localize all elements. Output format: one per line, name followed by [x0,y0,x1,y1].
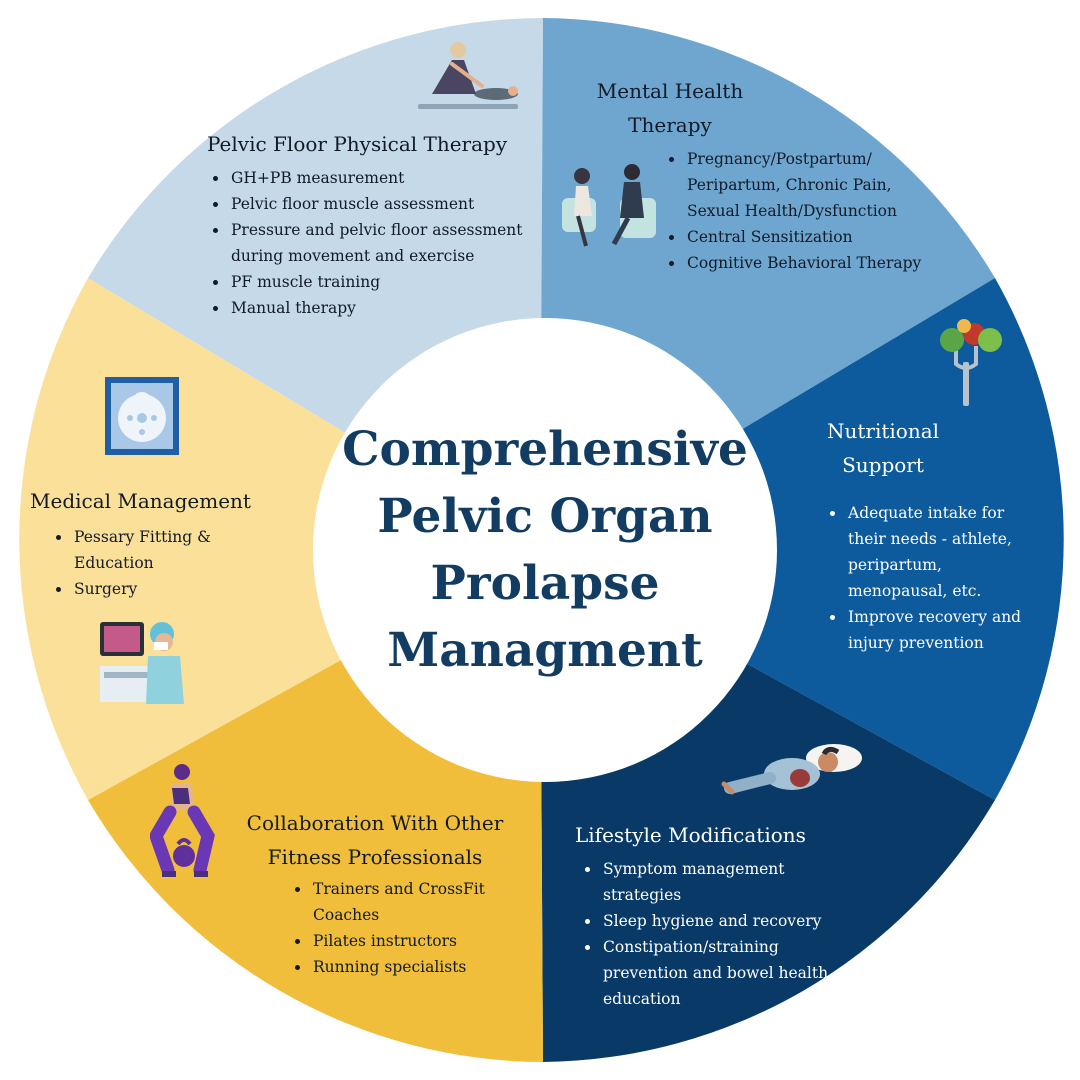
list-item: Adequate intake for their needs - athlet… [846,500,1044,604]
list-item: Manual therapy [229,295,537,321]
medical-list: Pessary Fitting & EducationSurgery [30,524,272,602]
list-item: Sleep hygiene and recovery [601,908,851,934]
list-item: Trainers and CrossFit Coaches [311,876,529,928]
fork-vegetables-icon [940,319,1002,406]
segment-nutrition [540,278,1064,800]
lifestyle-list: Symptom management strategiesSleep hygie… [575,856,851,1012]
list-item: Surgery [72,576,272,602]
kettlebell-athlete-icon [150,764,215,877]
list-item: Central Sensitization [685,224,923,250]
collaboration-section: Trainers and CrossFit CoachesPilates ins… [289,876,529,980]
collaboration-heading-block: Collaboration With Other Fitness Profess… [230,806,520,880]
pessary-device-icon [105,377,179,455]
list-item: Pilates instructors [311,928,529,954]
nutrition-section: Adequate intake for their needs - athlet… [824,500,1044,656]
list-item: Pressure and pelvic floor assessment dur… [229,217,537,269]
list-item: Running specialists [311,954,529,980]
nutrition-title: Nutritional Support [826,419,940,477]
pelvic-floor-title: Pelvic Floor Physical Therapy [207,132,508,156]
surgeon-monitor-icon [100,622,184,704]
mental-health-list: Pregnancy/Postpartum/ Peripartum, Chroni… [663,146,923,276]
list-item: Pelvic floor muscle assessment [229,191,537,217]
collaboration-title: Collaboration With Other Fitness Profess… [246,811,504,869]
pelvic-floor-list: GH+PB measurementPelvic floor muscle ass… [207,165,537,321]
counseling-session-icon [562,164,656,247]
list-item: Improve recovery and injury prevention [846,604,1044,656]
list-item: Pregnancy/Postpartum/ Peripartum, Chroni… [685,146,923,224]
nutrition-list: Adequate intake for their needs - athlet… [824,500,1044,656]
mental-health-section: Pregnancy/Postpartum/ Peripartum, Chroni… [663,146,923,276]
mental-health-title: Mental Health Therapy [596,79,744,137]
medical-title: Medical Management [30,489,251,513]
center-hub: Comprehensive Pelvic Organ Prolapse Mana… [315,320,775,780]
lifestyle-title: Lifestyle Modifications [575,823,806,847]
collaboration-list: Trainers and CrossFit CoachesPilates ins… [289,876,529,980]
nutrition-heading-block: Nutritional Support [818,414,948,488]
list-item: GH+PB measurement [229,165,537,191]
list-item: Pessary Fitting & Education [72,524,272,576]
sleeping-person-icon [721,744,862,795]
list-item: Symptom management strategies [601,856,851,908]
lifestyle-section: Lifestyle Modifications Symptom manageme… [575,821,875,1012]
center-circle [313,318,777,782]
list-item: Constipation/straining prevention and bo… [601,934,851,1012]
mental-health-heading-block: Mental Health Therapy [585,74,755,148]
list-item: PF muscle training [229,269,537,295]
medical-section: Medical Management Pessary Fitting & Edu… [30,487,280,602]
center-title: Comprehensive Pelvic Organ Prolapse Mana… [342,422,748,678]
therapist-patient-icon [418,42,518,109]
list-item: Cognitive Behavioral Therapy [685,250,923,276]
pelvic-floor-section: Pelvic Floor Physical Therapy GH+PB meas… [207,130,537,321]
